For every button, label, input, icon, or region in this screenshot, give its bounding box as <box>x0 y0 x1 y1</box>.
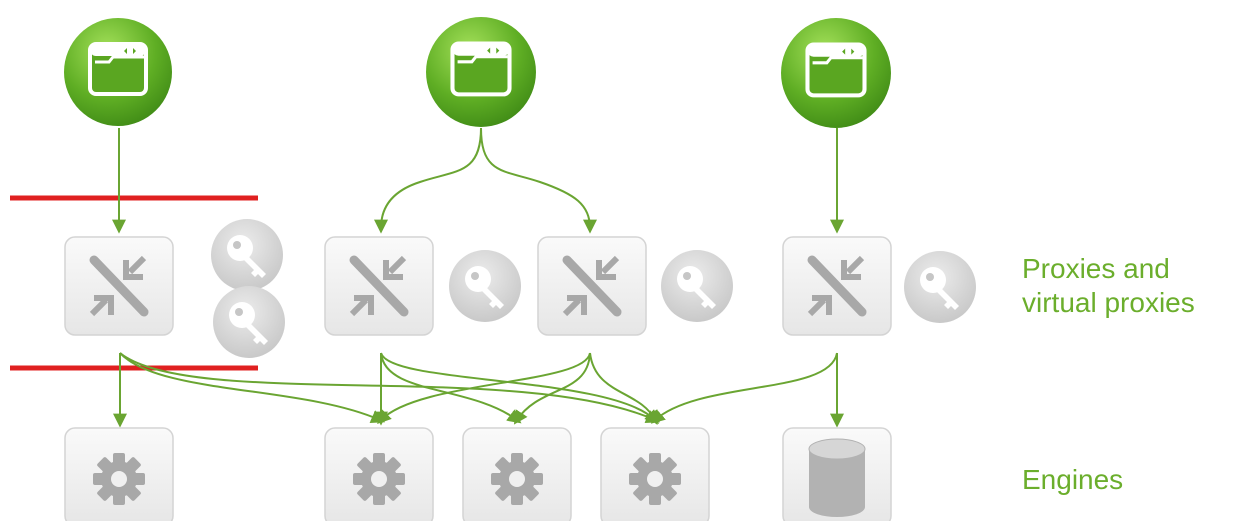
connector-proxy3-engine3 <box>513 352 591 425</box>
key-icon-1a <box>211 219 283 291</box>
key-icon-4 <box>904 251 976 323</box>
key-icon-2 <box>449 250 521 322</box>
proxy-1-icon[interactable] <box>65 237 173 335</box>
connectors <box>112 127 844 428</box>
proxies-label: Proxies and virtual proxies <box>1022 252 1195 320</box>
client-1-app-window-icon[interactable] <box>63 17 173 127</box>
connector-proxy1-engine2 <box>119 352 386 424</box>
connector-client2-proxy3 <box>480 127 597 234</box>
engine-4-gear-icon[interactable] <box>600 427 710 521</box>
boundary-lines <box>10 195 258 371</box>
proxy-4-icon[interactable] <box>783 237 891 335</box>
clients <box>63 17 891 128</box>
engine-3-gear-icon[interactable] <box>462 427 572 521</box>
repository-database-icon[interactable] <box>782 427 892 521</box>
proxies-label-line-1: Proxies and <box>1022 253 1170 284</box>
key-icon-3 <box>661 250 733 322</box>
key-icon-1b <box>213 286 285 358</box>
connector-proxy3-engine2 <box>377 352 591 425</box>
proxy-3-icon[interactable] <box>538 237 646 335</box>
connector-proxy2-engine3 <box>380 352 522 424</box>
engine-2-gear-icon[interactable] <box>324 427 434 521</box>
client-2-app-window-icon[interactable] <box>426 17 536 127</box>
client-3-app-window-icon[interactable] <box>781 18 891 128</box>
proxy-2-icon[interactable] <box>325 237 433 335</box>
engines <box>64 427 892 521</box>
connector-client2-proxy2 <box>374 127 482 234</box>
connector-proxy1-engine4 <box>119 352 661 423</box>
proxies-label-line-2: virtual proxies <box>1022 287 1195 318</box>
engine-1-gear-icon[interactable] <box>64 427 174 521</box>
engines-label: Engines <box>1022 464 1124 495</box>
connector-proxy3-engine4 <box>589 352 658 426</box>
connector-proxy4-engine4 <box>650 352 838 424</box>
